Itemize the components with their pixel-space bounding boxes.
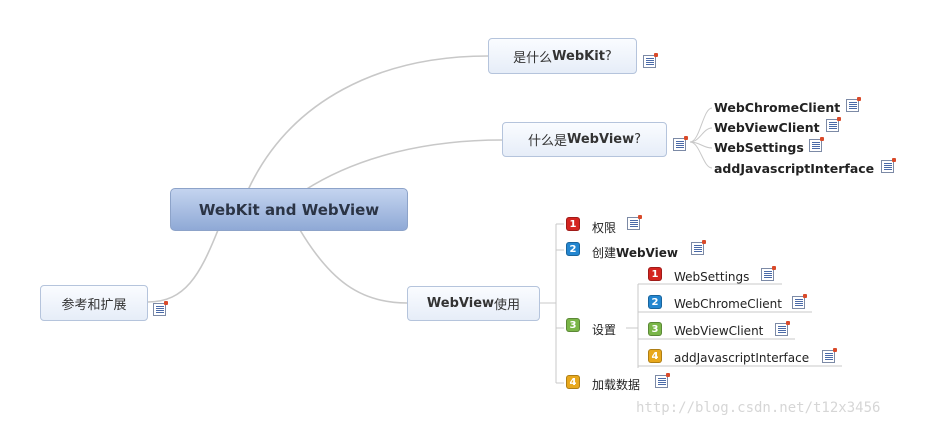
branch-reference[interactable]: 参考和扩展 (40, 285, 148, 321)
usage-item-create-strong: WebView (616, 246, 678, 260)
root-label: WebKit and WebView (198, 200, 380, 219)
note-icon[interactable] (761, 266, 776, 281)
note-icon[interactable] (826, 117, 841, 132)
settings-item-webviewclient[interactable]: WebViewClient (674, 324, 764, 338)
priority-4-icon: 4 (648, 349, 662, 363)
usage-item-create-prefix: 创建 (592, 246, 617, 260)
settings-item-websettings[interactable]: WebSettings (674, 270, 750, 284)
note-icon[interactable] (775, 321, 790, 336)
priority-2-icon: 2 (648, 295, 662, 309)
branch-what-is-webview-suffix: ? (634, 132, 642, 147)
priority-3-icon: 3 (566, 318, 580, 332)
branch-what-is-webview-strong: WebView (566, 132, 635, 147)
priority-2-icon: 2 (566, 242, 580, 256)
webview-child-websettings[interactable]: WebSettings (714, 140, 804, 155)
note-icon[interactable] (809, 137, 824, 152)
settings-item-addjavascriptinterface[interactable]: addJavascriptInterface (674, 351, 810, 365)
settings-item-webchromeclient[interactable]: WebChromeClient (674, 297, 782, 311)
priority-3-icon: 3 (648, 322, 662, 336)
branch-webview-usage-strong: WebView (426, 296, 495, 311)
root-node[interactable]: WebKit and WebView (170, 188, 408, 231)
priority-4-icon: 4 (566, 375, 580, 389)
usage-item-create-webview[interactable]: 创建WebView (592, 244, 678, 261)
branch-what-is-webkit-strong: WebKit (552, 48, 605, 64)
usage-item-permission[interactable]: 权限 (592, 221, 617, 235)
note-icon[interactable] (691, 240, 706, 255)
note-icon[interactable] (673, 136, 688, 151)
note-icon[interactable] (655, 373, 670, 388)
priority-1-icon: 1 (648, 267, 662, 281)
note-icon[interactable] (881, 158, 896, 173)
branch-what-is-webkit-prefix: 是什么 (513, 50, 553, 66)
note-icon[interactable] (627, 215, 642, 230)
note-icon[interactable] (822, 348, 837, 363)
usage-item-load-data[interactable]: 加载数据 (592, 378, 641, 392)
branch-what-is-webkit-suffix: ? (604, 48, 612, 64)
note-icon[interactable] (643, 53, 658, 68)
note-icon[interactable] (792, 294, 807, 309)
usage-item-settings[interactable]: 设置 (592, 323, 617, 337)
branch-reference-label: 参考和扩展 (61, 297, 127, 313)
webview-child-webchromeclient[interactable]: WebChromeClient (714, 100, 841, 115)
watermark: http://blog.csdn.net/t12x3456 (636, 400, 881, 416)
priority-1-icon: 1 (566, 217, 580, 231)
branch-what-is-webview-prefix: 什么是 (527, 134, 567, 149)
webview-child-webviewclient[interactable]: WebViewClient (714, 120, 820, 135)
webview-child-addjavascriptinterface[interactable]: addJavascriptInterface (714, 161, 875, 176)
branch-webview-usage-suffix: 使用 (494, 298, 521, 313)
note-icon[interactable] (153, 301, 168, 316)
note-icon[interactable] (846, 97, 861, 112)
